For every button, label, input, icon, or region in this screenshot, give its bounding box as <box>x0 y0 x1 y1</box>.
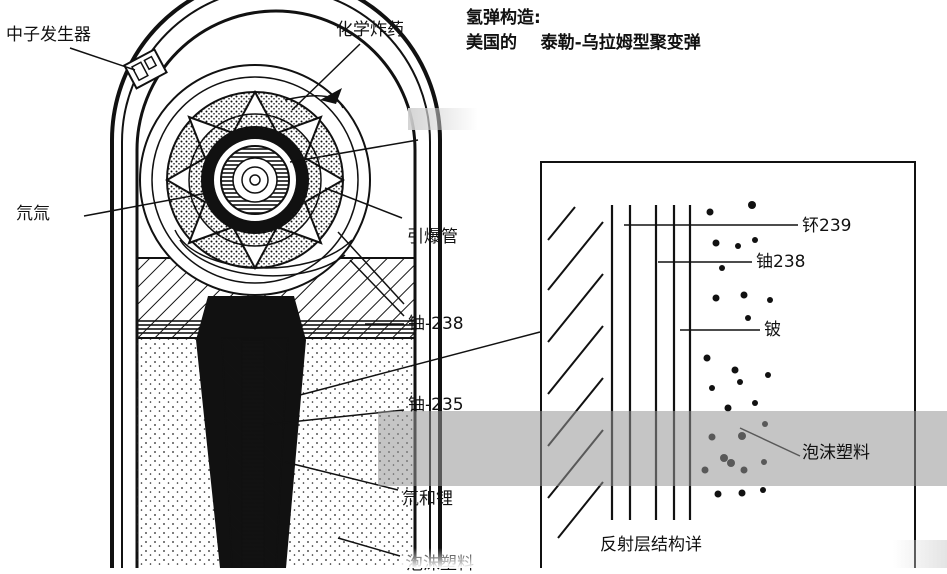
leader-u238-a <box>337 231 405 305</box>
label-chemical-explosive: 化学炸药 <box>336 20 404 40</box>
leader-detonator <box>324 187 403 219</box>
detail-hatch <box>547 206 604 539</box>
label-foam-plastic-detail: 泡沫塑料 <box>802 443 870 463</box>
detail-caption: 反射层结构详 <box>600 535 702 555</box>
label-deuterium-lithium: 氘和锂 <box>402 489 453 509</box>
title-line-2: 美国的 泰勒-乌拉姆型聚变弹 <box>466 33 701 53</box>
label-beryllium: 铍 <box>764 320 781 340</box>
bottom-crop-fade <box>400 548 510 568</box>
label-detonator-tube: 引爆管 <box>407 227 458 247</box>
faded-label-artifact <box>408 108 478 130</box>
leader-to-detail <box>299 331 541 396</box>
leader-neutron-generator <box>69 47 136 71</box>
deuterium-lithium-core <box>241 339 265 568</box>
radiation-case <box>135 9 417 568</box>
leader-deuterium-tritium <box>83 191 214 217</box>
neutron-generator-device <box>123 48 168 90</box>
corner-fade-artifact <box>893 540 947 568</box>
detonator-tip <box>320 88 342 104</box>
leader-foam-bottom <box>337 537 401 557</box>
label-neutron-generator: 中子发生器 <box>6 25 91 45</box>
label-uranium-238: 铀-238 <box>408 314 464 334</box>
title-line-1: 氢弹构造: <box>466 8 541 28</box>
label-deuterium-tritium: 氘氚 <box>16 204 50 224</box>
leader-chemical-explosive <box>291 43 361 111</box>
label-uranium-238-detail: 铀238 <box>756 252 806 272</box>
leader-u238-b <box>349 259 405 317</box>
label-uranium-235: 铀-235 <box>408 395 464 415</box>
gray-highlight-band <box>378 411 947 486</box>
label-plutonium-239: 钚239 <box>802 216 852 236</box>
reflector-detail-box <box>540 161 916 568</box>
